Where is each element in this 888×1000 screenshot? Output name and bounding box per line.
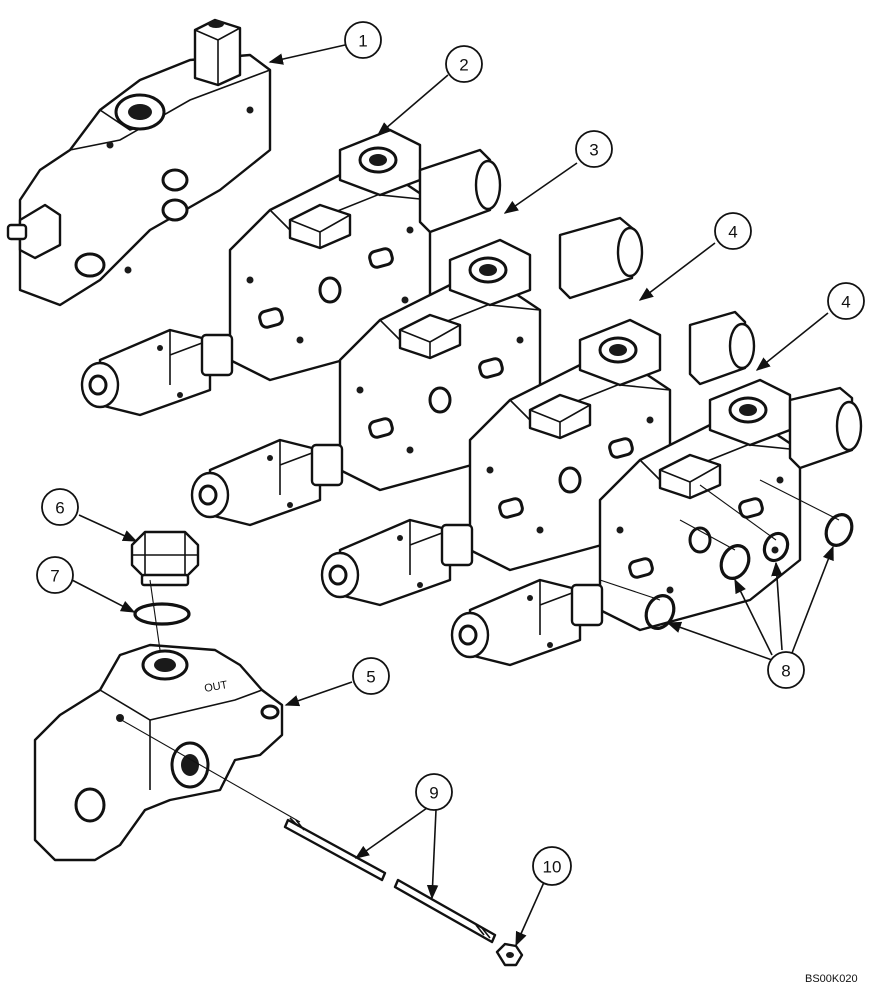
callout-label: 9 <box>429 784 438 803</box>
callout-label: 10 <box>543 858 562 877</box>
callout-6: 6 <box>41 488 79 526</box>
reference-code: BS00K020 <box>805 973 858 985</box>
callout-label: 2 <box>459 56 468 75</box>
callout-label: 4 <box>841 293 850 312</box>
callout-4b: 4 <box>827 282 865 320</box>
o-rings-8 <box>644 513 854 630</box>
callout-10: 10 <box>532 846 572 886</box>
o-ring-7 <box>133 602 191 626</box>
callout-label: 1 <box>358 32 367 51</box>
callout-label: 3 <box>589 141 598 160</box>
callout-4a: 4 <box>714 212 752 250</box>
callout-2: 2 <box>445 45 483 83</box>
plug <box>130 530 200 587</box>
assembly-centerlines <box>117 479 840 823</box>
callout-label: 6 <box>55 499 64 518</box>
callout-label: 4 <box>728 223 737 242</box>
nut <box>495 942 524 967</box>
callout-8: 8 <box>767 651 805 689</box>
callout-label: 8 <box>781 662 790 681</box>
leader-lines <box>71 44 834 947</box>
inlet-section <box>6 18 272 307</box>
casting-mark: OUT <box>203 679 228 695</box>
rear-solenoids <box>418 148 863 470</box>
tie-rods <box>283 817 497 944</box>
callout-7: 7 <box>36 556 74 594</box>
callout-5: 5 <box>352 657 390 695</box>
callout-3: 3 <box>575 130 613 168</box>
callout-1: 1 <box>344 21 382 59</box>
outlet-section: OUT <box>33 643 284 862</box>
callout-9: 9 <box>415 773 453 811</box>
callout-label: 5 <box>366 668 375 687</box>
callout-label: 7 <box>50 567 59 586</box>
